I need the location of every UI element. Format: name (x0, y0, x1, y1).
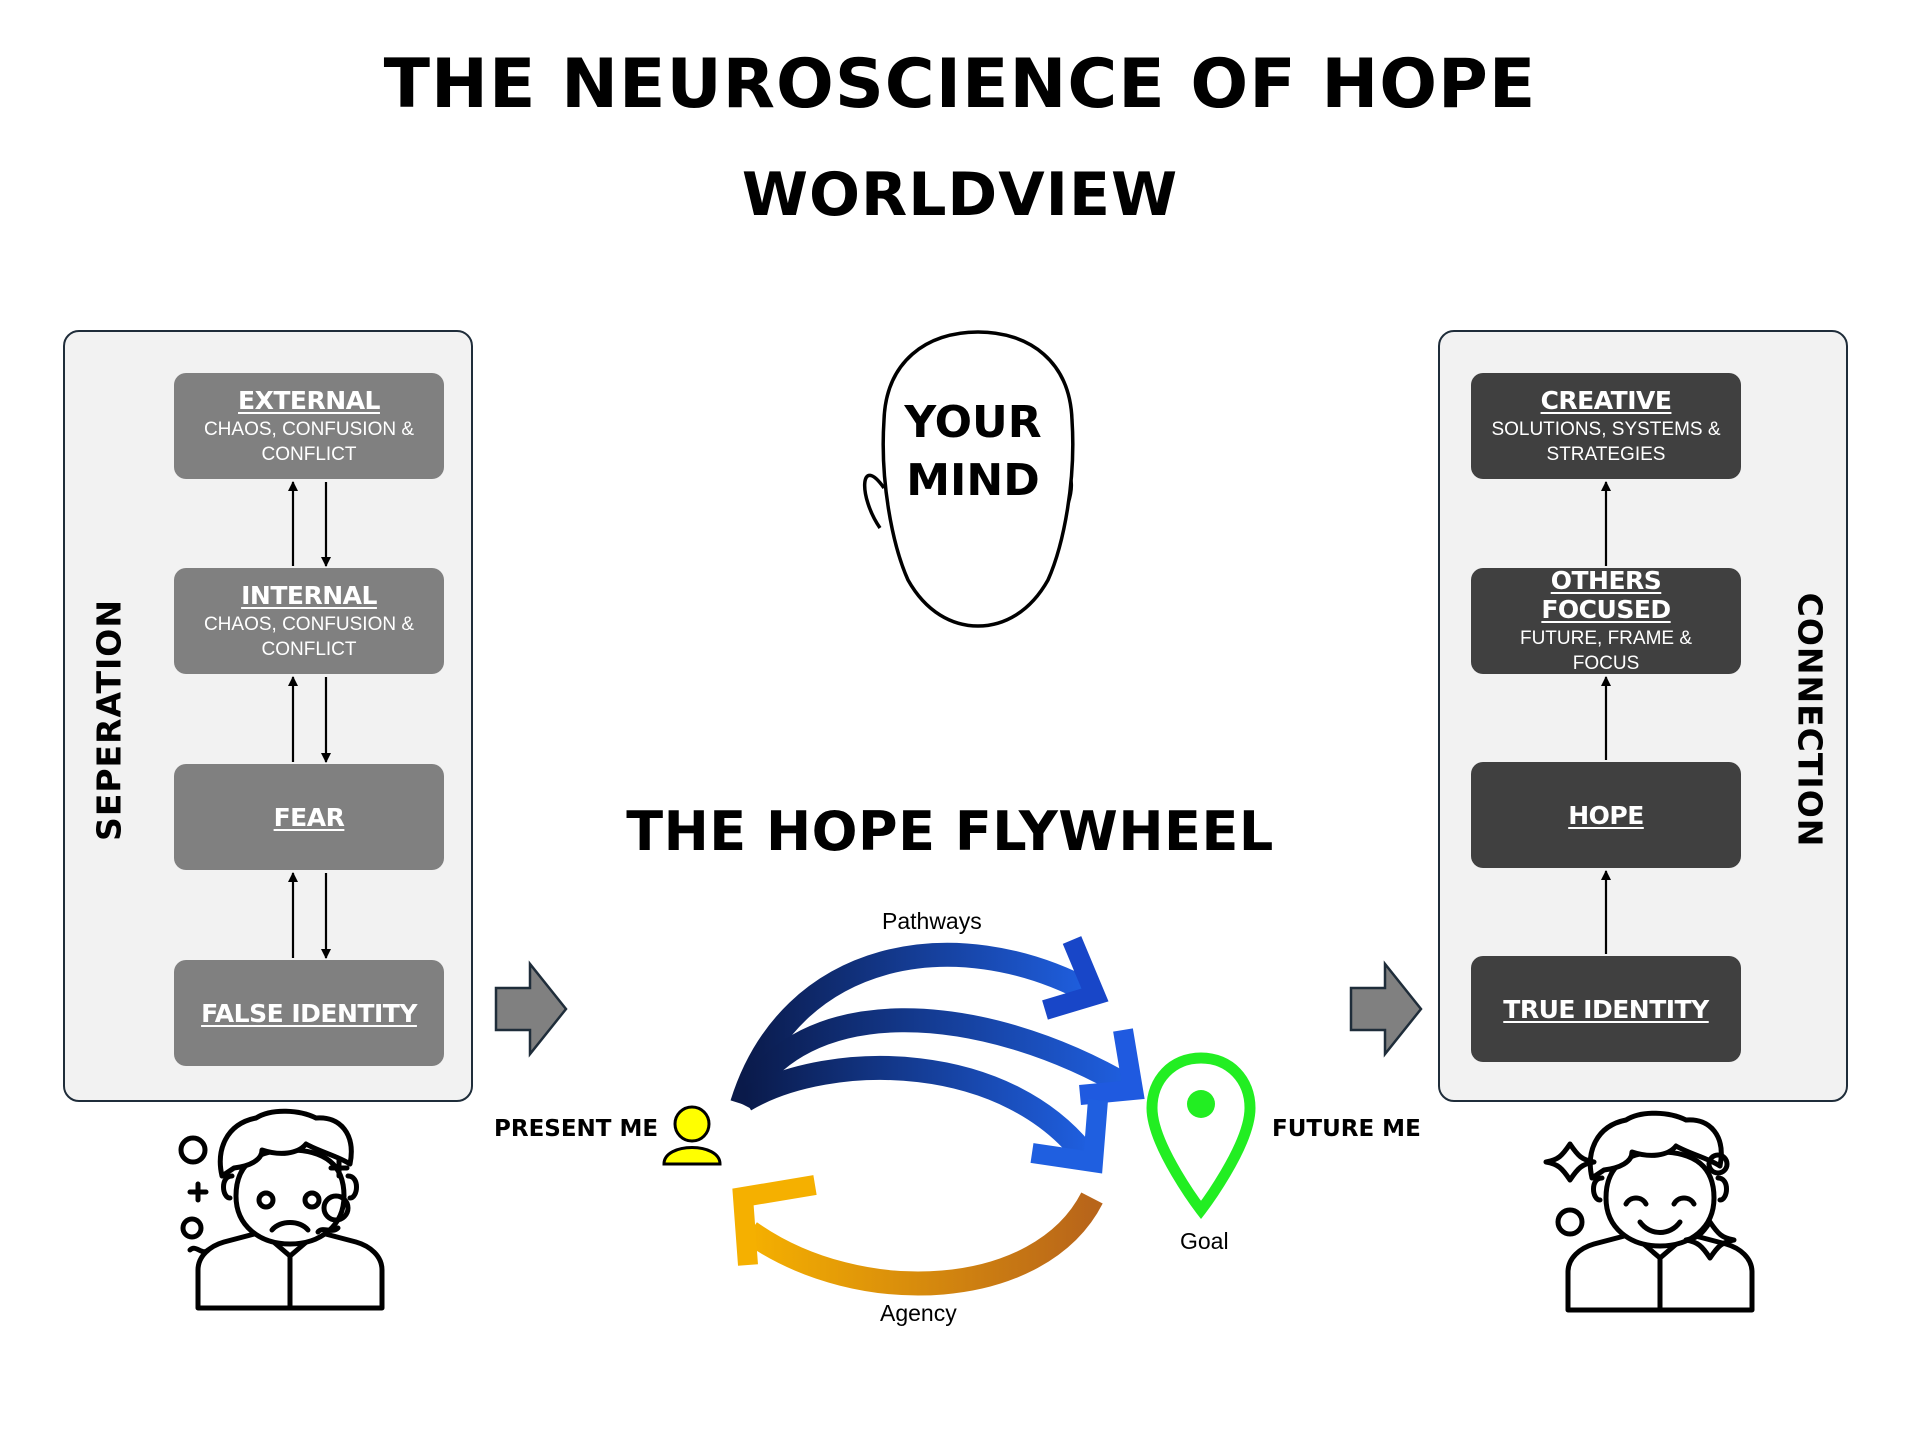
pathway-arrow-top-head (1042, 936, 1109, 1020)
external-heading: EXTERNAL (238, 385, 380, 415)
false-identity-heading: FALSE IDENTITY (201, 998, 417, 1028)
internal-box: INTERNAL CHAOS, CONFUSION & CONFLICT (174, 568, 444, 674)
person-icon (662, 1105, 722, 1166)
happy-person-icon (1543, 1110, 1755, 1313)
your-mind-line2: MIND (906, 455, 1040, 506)
true-identity-box: TRUE IDENTITY (1471, 956, 1741, 1062)
pathways-arrows (730, 936, 1145, 1174)
page-subtitle: WORLDVIEW (741, 160, 1179, 230)
agency-arrow (732, 1175, 1103, 1296)
others-focused-box: OTHERS FOCUSED FUTURE, FRAME & FOCUS (1471, 566, 1741, 674)
true-identity-heading: TRUE IDENTITY (1503, 994, 1709, 1024)
creative-description: SOLUTIONS, SYSTEMS & STRATEGIES (1491, 418, 1721, 465)
pathway-arrow-bottom-head (1030, 1099, 1108, 1174)
internal-description: CHAOS, CONFUSION & CONFLICT (203, 613, 415, 660)
others-focused-description: FUTURE, FRAME & FOCUS (1519, 628, 1693, 674)
hope-box: HOPE (1471, 762, 1741, 868)
present-me-label: PRESENT ME (494, 1116, 659, 1142)
pathway-arrow-top (730, 942, 1096, 1108)
flywheel-title: THE HOPE FLYWHEEL (626, 800, 1274, 863)
agency-label: Agency (880, 1300, 957, 1326)
future-me-label: FUTURE ME (1272, 1116, 1421, 1142)
pathway-arrow-bottom (738, 1056, 1100, 1170)
false-identity-box: FALSE IDENTITY (174, 960, 444, 1066)
pathway-arrow-mid (731, 1008, 1137, 1110)
goal-label: Goal (1180, 1228, 1229, 1254)
creative-box: CREATIVE SOLUTIONS, SYSTEMS & STRATEGIES (1471, 373, 1741, 479)
map-pin-icon (1146, 1052, 1256, 1220)
your-mind-label: YOUR MIND (873, 394, 1073, 510)
others-focused-heading: OTHERS FOCUSED (1541, 566, 1671, 624)
separation-arrows (288, 481, 331, 959)
stressed-person-icon (178, 1108, 385, 1311)
transition-arrow-left (494, 960, 568, 1058)
agency-arrow-head (732, 1175, 817, 1266)
external-description: CHAOS, CONFUSION & CONFLICT (203, 418, 415, 465)
fear-box: FEAR (174, 764, 444, 870)
external-box: EXTERNAL CHAOS, CONFUSION & CONFLICT (174, 373, 444, 479)
hope-heading: HOPE (1568, 800, 1644, 830)
creative-heading: CREATIVE (1540, 385, 1672, 415)
your-mind-line1: YOUR (904, 397, 1042, 448)
head-outline-icon (863, 330, 1075, 628)
pathway-arrow-mid-head (1079, 1028, 1145, 1105)
fear-heading: FEAR (273, 802, 345, 832)
internal-heading: INTERNAL (241, 580, 377, 610)
pathways-label: Pathways (882, 908, 982, 934)
page-title: THE NEUROSCIENCE OF HOPE (383, 45, 1537, 124)
transition-arrow-right (1349, 960, 1423, 1058)
